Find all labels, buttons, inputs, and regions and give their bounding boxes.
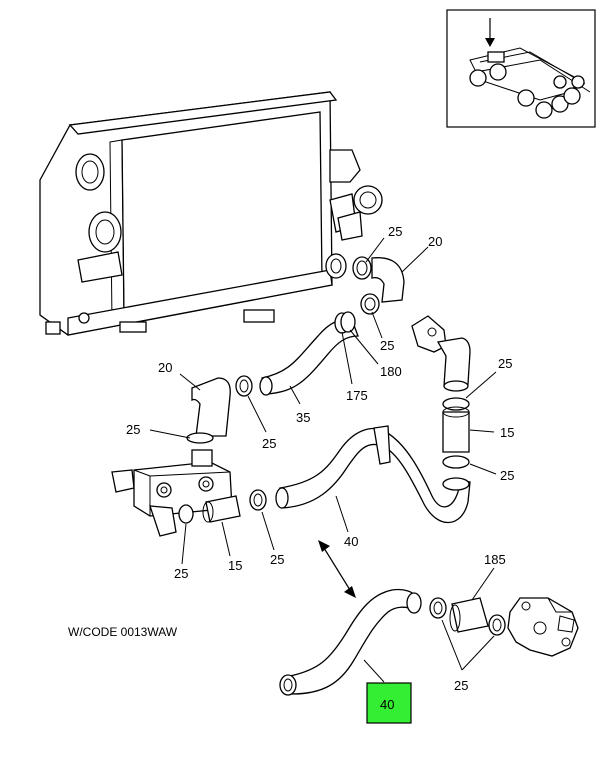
callout-labels: 25 20 25 180 175 20 25 35 25 25 15 25 40… bbox=[68, 224, 514, 712]
callout-20: 20 bbox=[158, 360, 172, 375]
callout-25: 25 bbox=[380, 338, 394, 353]
clamp-25-right-lower bbox=[442, 477, 470, 491]
clamp-upper-1 bbox=[352, 256, 372, 280]
clamp-25-lower-2 bbox=[488, 614, 506, 636]
callout-25: 25 bbox=[498, 356, 512, 371]
callout-25: 25 bbox=[270, 552, 284, 567]
callout-20: 20 bbox=[428, 234, 442, 249]
callout-40-highlighted: 40 bbox=[380, 697, 394, 712]
highlight-box bbox=[366, 682, 412, 724]
callout-15: 15 bbox=[228, 558, 242, 573]
callout-15: 15 bbox=[500, 425, 514, 440]
clamp-25-left bbox=[235, 375, 253, 397]
double-arrow bbox=[318, 540, 356, 598]
elbow-20-left bbox=[191, 377, 231, 437]
lower-detail-group bbox=[279, 588, 579, 696]
clamp-upper-2 bbox=[360, 293, 380, 315]
clamp-25-elbow bbox=[186, 432, 214, 444]
option-code-note: W/CODE 0013WAW bbox=[68, 625, 178, 639]
radiator-assembly bbox=[39, 91, 383, 336]
callout-25: 25 bbox=[500, 468, 514, 483]
leader-lines bbox=[149, 237, 497, 683]
callout-25: 25 bbox=[388, 224, 402, 239]
locator-inset bbox=[446, 9, 596, 128]
hose-35-group bbox=[235, 311, 359, 397]
water-pump bbox=[507, 597, 579, 657]
elbow-upper-right bbox=[436, 337, 471, 387]
hose-35 bbox=[261, 318, 359, 395]
callout-25: 25 bbox=[174, 566, 188, 581]
clamp-25-right-upper bbox=[442, 397, 470, 411]
elbow-20-left-group bbox=[186, 377, 231, 444]
clamp-180 bbox=[340, 311, 356, 333]
clamp-25-right-mid bbox=[442, 455, 470, 469]
callout-180: 180 bbox=[380, 364, 402, 379]
right-stack-group bbox=[411, 315, 471, 469]
clamp-25-manifold bbox=[178, 504, 194, 524]
callout-35: 35 bbox=[296, 410, 310, 425]
callout-40: 40 bbox=[344, 534, 358, 549]
callout-25: 25 bbox=[262, 436, 276, 451]
callout-175: 175 bbox=[346, 388, 368, 403]
clamp-25-hose40 bbox=[249, 489, 267, 511]
upper-hose-group bbox=[352, 256, 405, 315]
elbow-20-upper bbox=[371, 257, 405, 303]
hose-15-left bbox=[205, 495, 241, 523]
clamp-25-lower-1 bbox=[429, 597, 447, 619]
callout-185: 185 bbox=[484, 552, 506, 567]
hose-40-lower bbox=[289, 588, 419, 695]
hose-185 bbox=[451, 597, 489, 633]
hose-15-right bbox=[442, 411, 470, 453]
callout-25: 25 bbox=[126, 422, 140, 437]
callout-25: 25 bbox=[454, 678, 468, 693]
manifold-block bbox=[111, 449, 241, 537]
hose-40-upper-group bbox=[249, 425, 471, 524]
hose-40-upper bbox=[279, 427, 471, 524]
